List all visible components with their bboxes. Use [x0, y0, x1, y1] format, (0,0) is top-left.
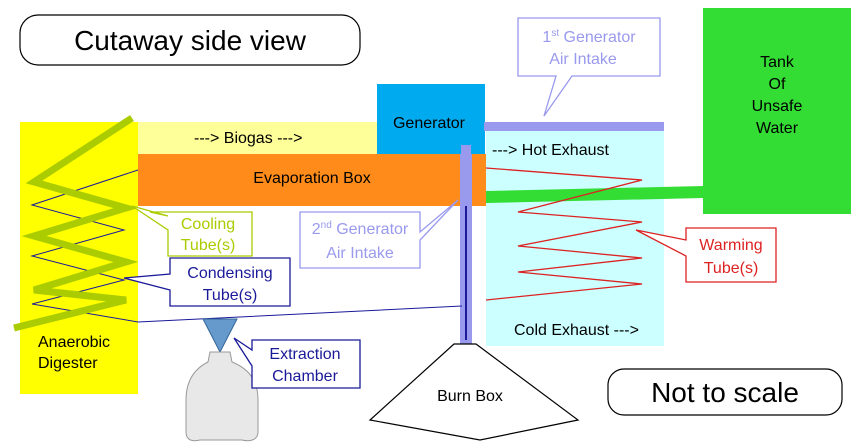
- air-intake-1-rest: Generator: [559, 29, 636, 46]
- evaporation-box: [138, 154, 486, 206]
- digester-label-2: Digester: [38, 355, 98, 372]
- exhaust-chamber: [486, 130, 664, 346]
- biogas-channel: [138, 122, 378, 154]
- air-intake-1-sup: st: [551, 28, 559, 39]
- title-box: [19, 14, 361, 66]
- air-intake-2-sup: nd: [321, 220, 332, 231]
- scale-note-text: Not to scale: [651, 377, 799, 408]
- cooling-tubes: [13, 115, 139, 332]
- water-pipe: [486, 186, 703, 203]
- burn-box-label: Burn Box: [437, 388, 503, 405]
- condensing-label-1: Condensing: [187, 265, 272, 282]
- tank-label-1: Tank: [760, 54, 795, 71]
- extraction-label-1: Extraction: [269, 346, 340, 363]
- air-vent-2: [461, 168, 471, 178]
- air-vent-3: [461, 191, 471, 201]
- evaporation-box-label: Evaporation Box: [253, 170, 370, 187]
- air-intake-2-label-2: Air Intake: [326, 245, 394, 262]
- extraction-callout: [233, 337, 361, 389]
- condensing-label-2: Tube(s): [203, 287, 258, 304]
- air-intake-1-label-1: 1st Generator: [542, 28, 636, 46]
- cooling-callout: [131, 205, 253, 257]
- warming-tubes: [485, 167, 643, 301]
- generator-label: Generator: [393, 115, 466, 132]
- air-intake-pipe-1: [484, 122, 664, 131]
- air-intake-2-ordinal: 2: [312, 221, 321, 238]
- air-vent-1: [461, 145, 471, 155]
- cold-exhaust-label: Cold Exhaust --->: [514, 322, 639, 339]
- tank-label-2: Of: [769, 76, 786, 93]
- air-intake-1-label-2: Air Intake: [549, 51, 617, 68]
- air-intake-1-ordinal: 1: [542, 29, 551, 46]
- air-intake-2-rest: Generator: [332, 221, 409, 238]
- extraction-label-2: Chamber: [272, 368, 338, 385]
- air-intake-2-label-1: 2nd Generator: [312, 220, 409, 238]
- hot-exhaust-label: ---> Hot Exhaust: [492, 142, 609, 159]
- water-jug: [185, 351, 259, 442]
- cooling-label-1: Cooling: [181, 216, 235, 233]
- water-tank: [703, 8, 851, 214]
- air-intake-2-callout: [299, 199, 459, 269]
- tank-label-3: Unsafe: [752, 98, 803, 115]
- air-intake-1-callout: [517, 17, 661, 117]
- condensing-tubes: [30, 169, 463, 323]
- tank-label-4: Water: [756, 120, 799, 137]
- cooling-label-2: Tube(s): [181, 237, 236, 254]
- extraction-funnel: [202, 318, 238, 354]
- generator-box: [377, 84, 485, 154]
- scale-note-box: [607, 368, 843, 416]
- digester-label-1: Anaerobic: [38, 334, 110, 351]
- burn-box: [368, 343, 580, 441]
- biogas-label: ---> Biogas --->: [194, 130, 302, 147]
- warming-callout: [635, 227, 777, 283]
- warming-label-2: Tube(s): [704, 260, 759, 277]
- warming-label-1: Warming: [699, 237, 762, 254]
- condensing-callout: [123, 257, 291, 307]
- title-text: Cutaway side view: [74, 25, 307, 56]
